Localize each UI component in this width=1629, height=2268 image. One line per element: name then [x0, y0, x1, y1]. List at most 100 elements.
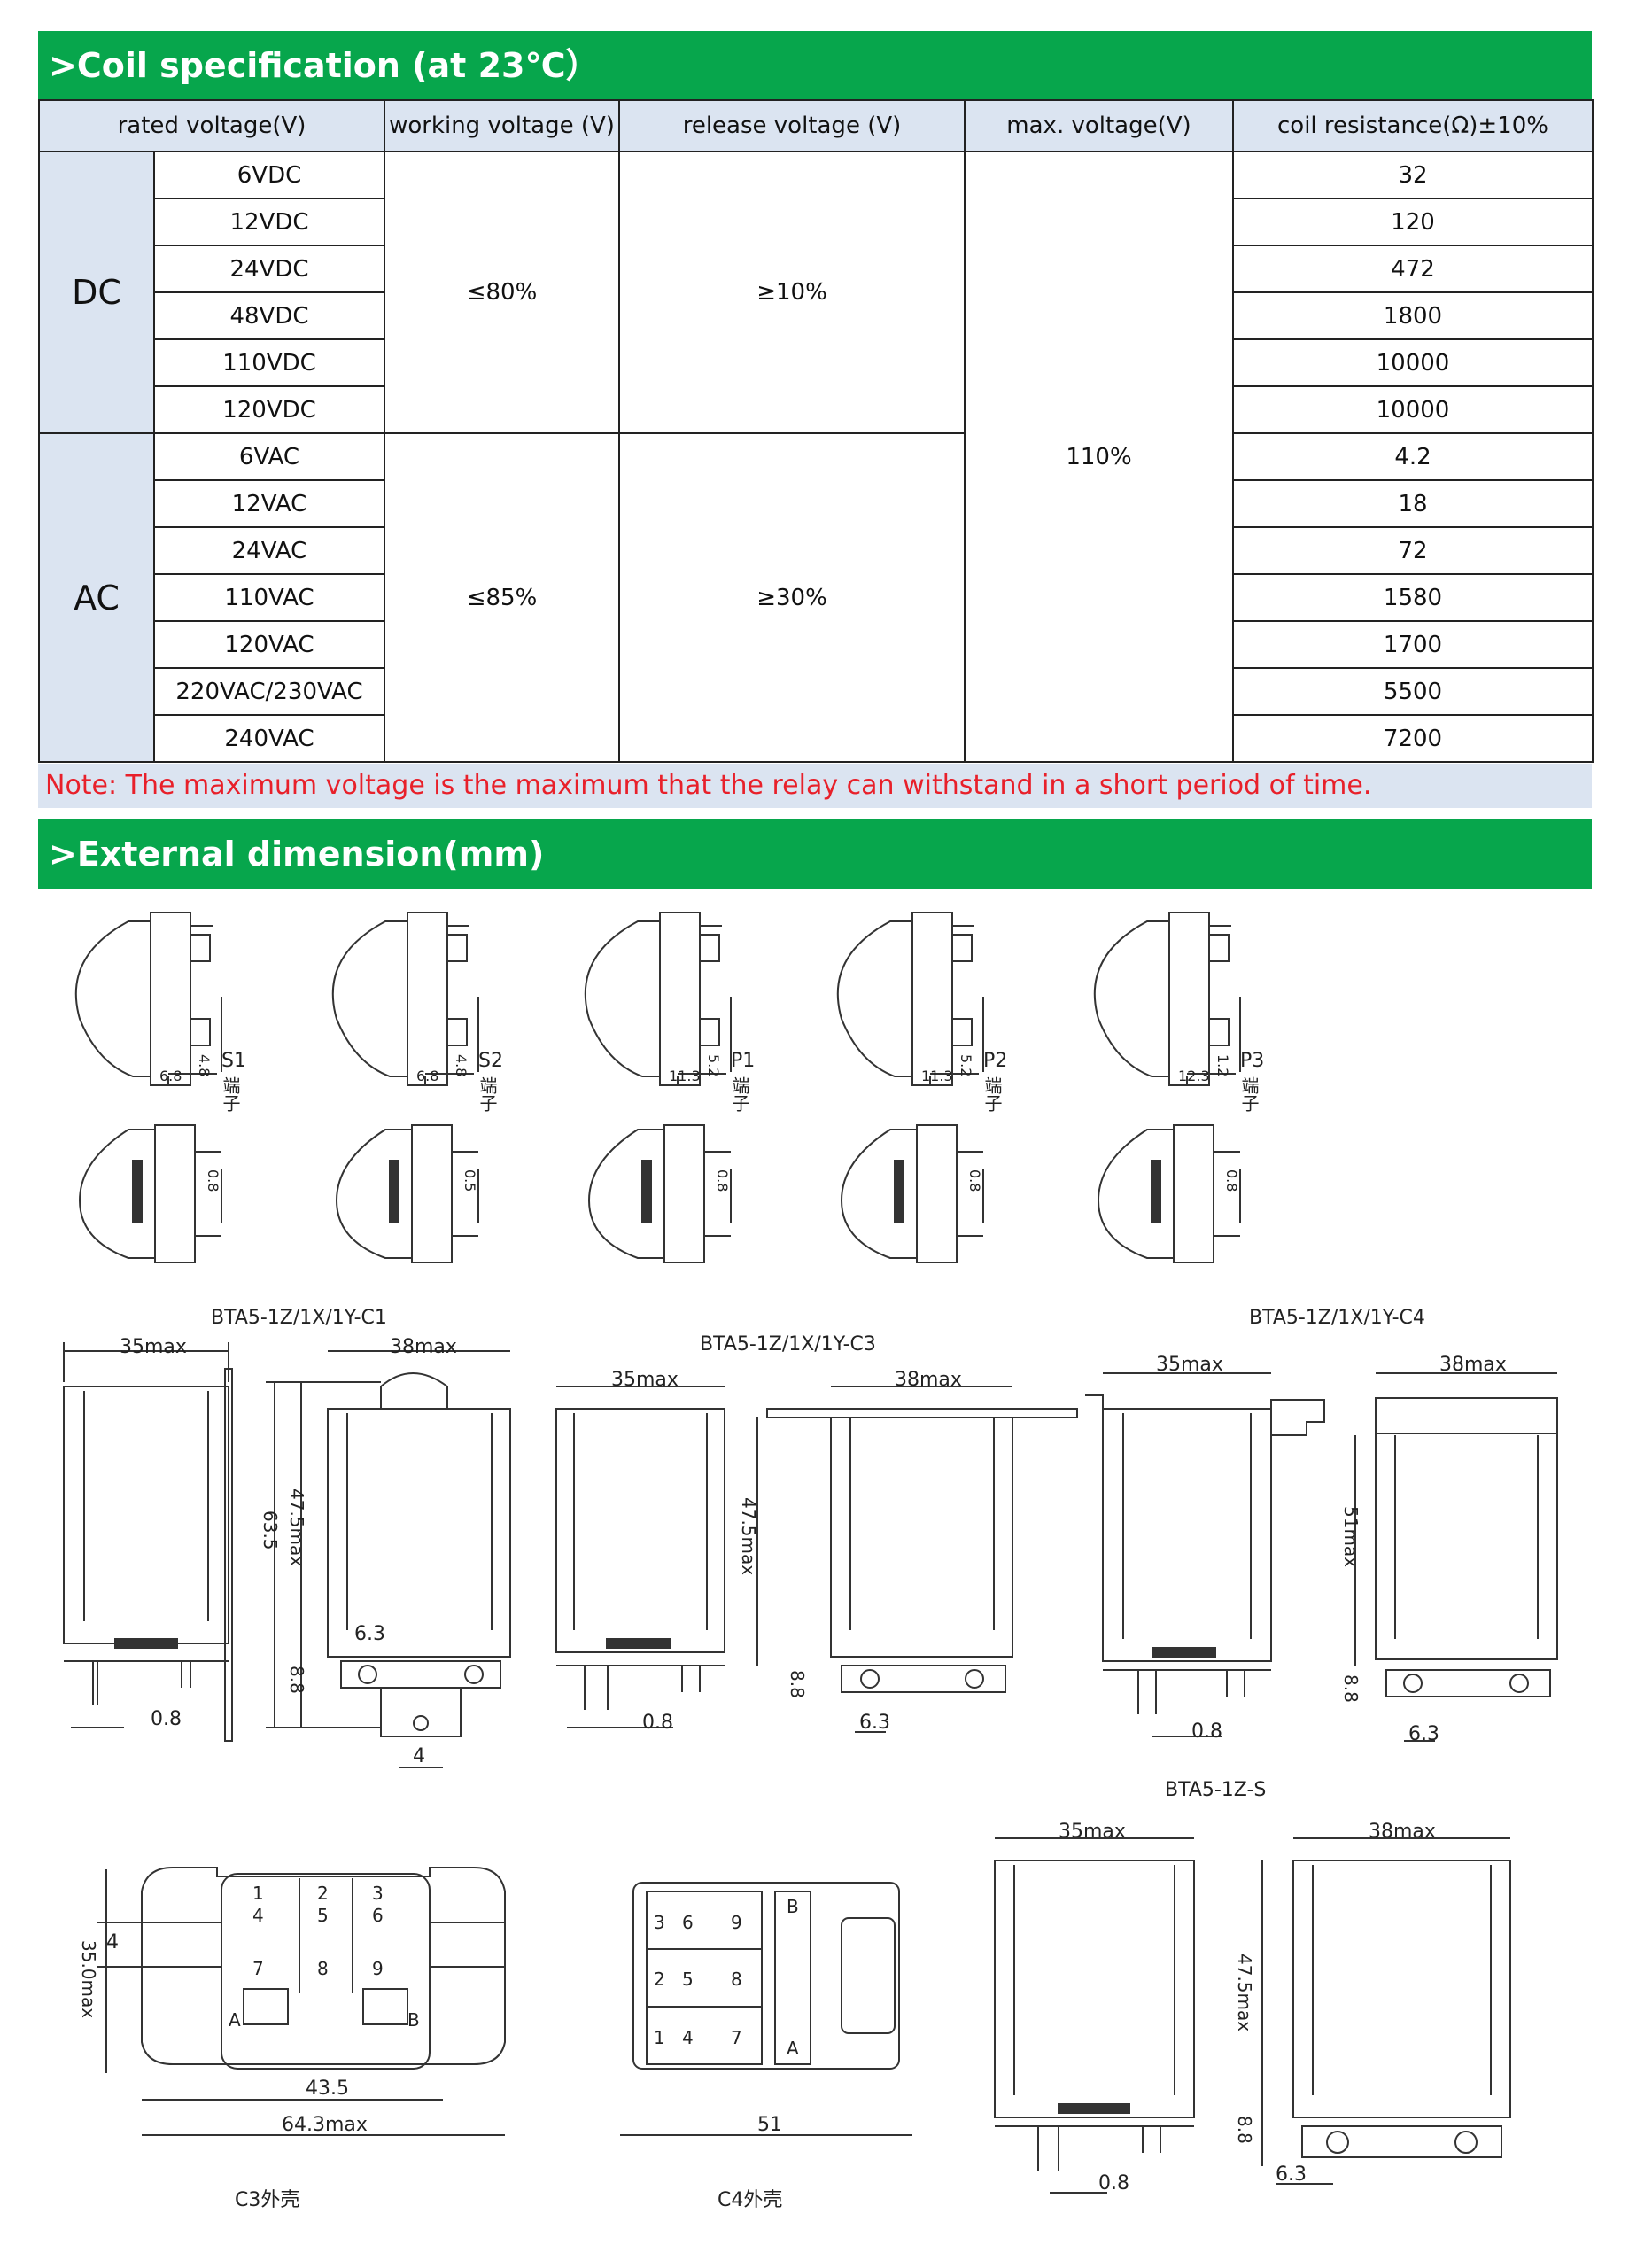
dc-working-voltage: ≤80% [384, 151, 620, 434]
c4-pin-pitch: 6.3 [1408, 1723, 1439, 1745]
coil-resistance-cell: 7200 [1232, 714, 1594, 763]
c3-base-height: 35.0max [78, 1940, 99, 2019]
c4-base-pin-label: 3 [654, 1912, 665, 1933]
c1-pin-thickness: 0.8 [151, 1708, 182, 1730]
c1-model-name: BTA5-1Z/1X/1Y-C1 [211, 1307, 387, 1329]
c4-base-pin-label: A [787, 2038, 799, 2059]
rated-voltage-cell: 24VAC [153, 526, 385, 575]
terminal-bottom-view [78, 1124, 222, 1263]
rated-voltage-cell: 6VAC [153, 432, 385, 481]
terminal-side-view [836, 912, 984, 1086]
c4-base-width: 51 [757, 2114, 782, 2136]
dc-group-label: DC [38, 151, 155, 434]
terminal-width: 6.8 [416, 1068, 439, 1084]
c4-base-pin-label: 1 [654, 2027, 665, 2048]
c3-width-side: 38max [895, 1369, 962, 1391]
c1-tab-width: 4 [413, 1745, 425, 1767]
c3-base-width: 64.3max [282, 2114, 368, 2136]
rated-voltage-cell: 120VAC [153, 620, 385, 669]
coil-resistance-cell: 10000 [1232, 338, 1594, 387]
c3-base-pin-label: 7 [252, 1958, 264, 1979]
terminal-pin-thickness: 0.8 [1223, 1169, 1240, 1192]
table-row: 24VAC 72 [39, 526, 1594, 575]
terminal-side-view [584, 912, 732, 1086]
terminal-type-label: 端子 [1238, 1076, 1260, 1112]
max-voltage-note: Note: The maximum voltage is the maximum… [38, 764, 1592, 808]
rated-voltage-cell: 110VDC [153, 338, 385, 387]
c3-base-pin-label: A [229, 2009, 241, 2031]
terminal-width: 11.3 [669, 1068, 701, 1084]
c1-pin-length: 8.8 [286, 1666, 307, 1694]
coil-resistance-cell: 72 [1232, 526, 1594, 575]
s-front-view [994, 1837, 1195, 2194]
dimension-header: >External dimension(mm) [38, 819, 1592, 889]
c3-height: 47.5max [738, 1497, 759, 1576]
s-width-front: 35max [1059, 1821, 1126, 1843]
coil-resistance-cell: 5500 [1232, 667, 1594, 716]
c3-base-pin-label: 6 [372, 1905, 384, 1926]
c3-side-view [756, 1386, 1078, 1733]
c4-height: 51max [1340, 1506, 1361, 1568]
terminal-side-view [74, 912, 222, 1086]
c3-pin-pitch: 6.3 [859, 1712, 890, 1734]
coil-resistance-cell: 18 [1232, 479, 1594, 528]
c4-pin-thickness: 0.8 [1191, 1720, 1222, 1743]
s-pin-length: 8.8 [1234, 2116, 1255, 2144]
terminal-code: S2 [478, 1050, 503, 1072]
rated-voltage-cell: 6VDC [153, 151, 385, 199]
coil-resistance-cell: 10000 [1232, 385, 1594, 434]
terminal-type-label: 端子 [729, 1076, 750, 1112]
c4-base-pin-label: 6 [682, 1912, 694, 1933]
c4-base-pin-label: 2 [654, 1969, 665, 1990]
terminal-width: 12.3 [1178, 1068, 1210, 1084]
terminal-code: P2 [983, 1050, 1008, 1072]
coil-resistance-cell: 120 [1232, 198, 1594, 246]
rated-voltage-cell: 48VDC [153, 291, 385, 340]
c4-base-pin-label: 4 [682, 2027, 694, 2048]
c4-base-pin-label: 9 [731, 1912, 742, 1933]
coil-resistance-cell: 1580 [1232, 573, 1594, 622]
terminal-code: P1 [731, 1050, 756, 1072]
c1-height-body: 47.5max [286, 1488, 307, 1567]
c4-base-pin-label: 8 [731, 1969, 742, 1990]
c3-base-view [97, 1867, 506, 2136]
c1-width-side: 38max [390, 1336, 457, 1358]
header-rated-voltage: rated voltage(V) [38, 99, 385, 152]
rated-voltage-cell: 110VAC [153, 573, 385, 622]
terminal-height: 5.2 [958, 1054, 974, 1077]
terminal-height: 4.8 [453, 1054, 469, 1077]
c1-side-view [266, 1350, 511, 1768]
ac-release-voltage: ≥30% [618, 432, 966, 763]
terminal-bottom-view [335, 1124, 479, 1263]
coil-spec-header: >Coil specification (at 23℃） [38, 31, 1592, 100]
c3-base-slot: 4 [106, 1931, 119, 1953]
coil-resistance-cell: 1800 [1232, 291, 1594, 340]
rated-voltage-cell: 12VDC [153, 198, 385, 246]
rated-voltage-cell: 24VDC [153, 245, 385, 293]
max-voltage-cell: 110% [964, 151, 1234, 763]
terminal-type-label: 端子 [477, 1076, 498, 1112]
c1-width-front: 35max [120, 1336, 187, 1358]
header-max-voltage: max. voltage(V) [964, 99, 1234, 152]
c4-model-name: BTA5-1Z/1X/1Y-C4 [1249, 1307, 1425, 1329]
terminal-side-view [1093, 912, 1241, 1086]
c4-base-caption: C4外壳 [718, 2189, 783, 2211]
terminal-width: 11.3 [921, 1068, 953, 1084]
table-header-row: rated voltage(V) working voltage (V) rel… [38, 99, 1594, 152]
c4-width-front: 35max [1156, 1354, 1223, 1376]
terminal-width: 6.8 [159, 1068, 182, 1084]
c3-pin-thickness: 0.8 [642, 1712, 673, 1734]
terminal-bottom-view [840, 1124, 984, 1263]
s-model-name: BTA5-1Z-S [1165, 1779, 1267, 1801]
coil-resistance-cell: 472 [1232, 245, 1594, 293]
c3-base-pin-label: 9 [372, 1958, 384, 1979]
c4-base-view [620, 1882, 912, 2136]
s-pin-pitch: 6.3 [1276, 2163, 1307, 2186]
s-side-view [1261, 1837, 1511, 2185]
coil-resistance-cell: 32 [1232, 151, 1594, 199]
c3-base-pin-label: B [407, 2009, 420, 2031]
header-coil-resistance: coil resistance(Ω)±10% [1232, 99, 1594, 152]
